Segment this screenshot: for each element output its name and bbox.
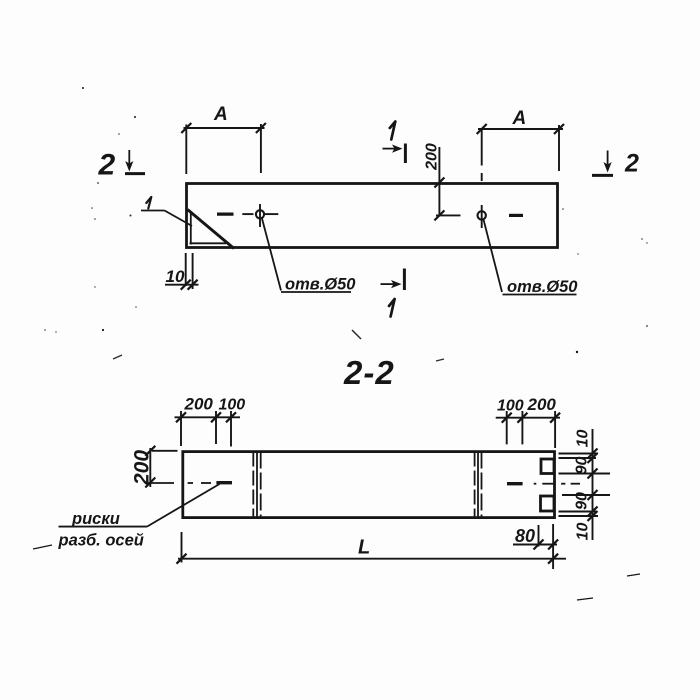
svg-text:100: 100 — [497, 398, 524, 415]
svg-text:200: 200 — [131, 450, 154, 486]
svg-text:2: 2 — [98, 149, 116, 182]
svg-text:200: 200 — [184, 395, 214, 414]
svg-text:2: 2 — [624, 150, 639, 178]
svg-text:10: 10 — [166, 267, 185, 286]
svg-text:отв.Ø50: отв.Ø50 — [507, 278, 578, 296]
svg-text:80: 80 — [515, 526, 535, 546]
svg-text:риски: риски — [71, 510, 120, 528]
svg-text:L: L — [358, 537, 370, 559]
svg-text:отв.Ø50: отв.Ø50 — [285, 276, 356, 294]
svg-text:200: 200 — [424, 143, 441, 171]
svg-text:A: A — [512, 108, 527, 129]
svg-text:90: 90 — [574, 457, 591, 475]
svg-text:2-2: 2-2 — [343, 354, 395, 391]
svg-text:200: 200 — [527, 395, 557, 414]
svg-text:90: 90 — [574, 492, 591, 510]
svg-text:100: 100 — [219, 397, 246, 414]
svg-text:разб. осей: разб. осей — [58, 532, 144, 550]
svg-text:10: 10 — [575, 523, 592, 541]
svg-text:10: 10 — [575, 430, 592, 448]
svg-text:A: A — [213, 104, 228, 125]
